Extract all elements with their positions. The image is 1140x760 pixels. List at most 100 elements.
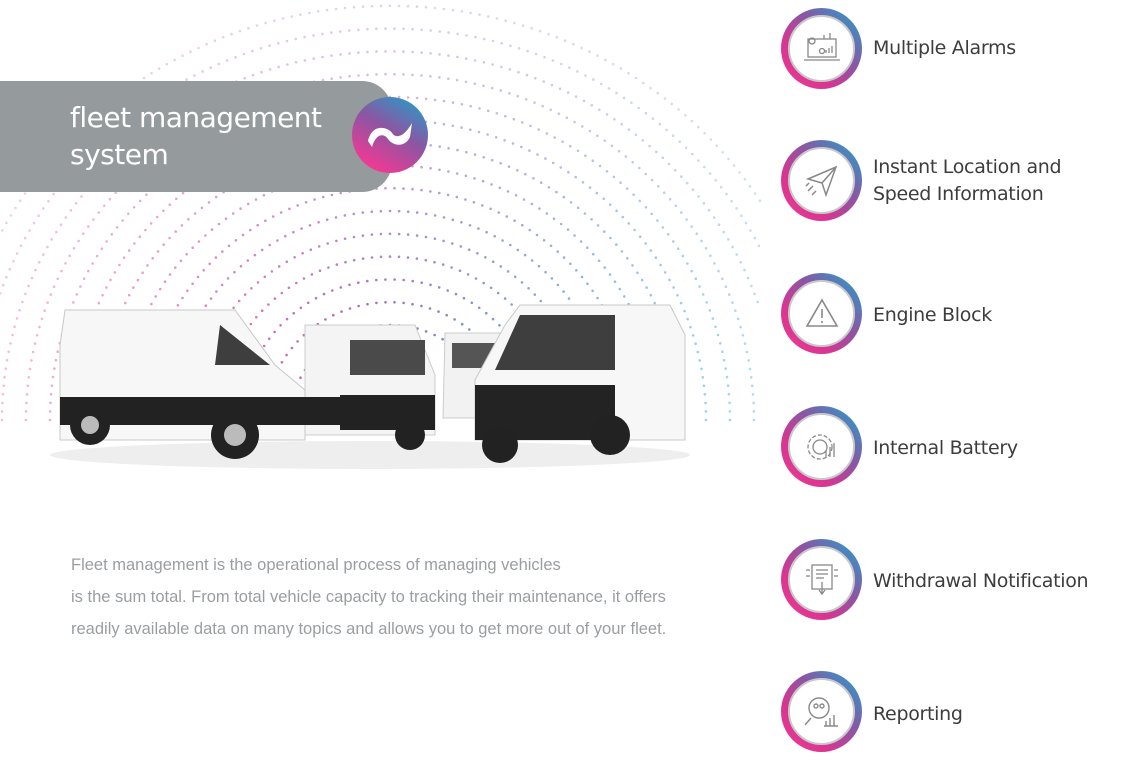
arc-dot <box>717 223 721 226</box>
arc-dot <box>429 29 433 32</box>
arc-dot <box>516 248 520 252</box>
arc-dot <box>54 358 58 362</box>
arc-dot <box>162 209 165 213</box>
arc-dot <box>482 156 486 159</box>
arc-dot <box>638 235 642 238</box>
arc-dot <box>703 131 706 135</box>
arc-dot <box>393 278 396 281</box>
arc-dot <box>357 281 360 285</box>
arc-dot <box>155 215 159 219</box>
arc-dot <box>530 259 534 262</box>
arc-dot <box>521 24 525 27</box>
arc-dot <box>327 266 330 269</box>
arc-dot <box>321 32 324 36</box>
arc-dot <box>26 384 30 388</box>
arc-dot <box>263 275 267 279</box>
arc-dot <box>750 284 753 288</box>
arc-dot <box>176 304 180 307</box>
arc-dot <box>613 118 616 121</box>
arc-dot <box>25 401 28 405</box>
arc-dot <box>491 260 495 264</box>
arc-dot <box>725 375 729 379</box>
arc-dot <box>528 228 531 232</box>
arc-dot <box>528 149 531 152</box>
arc-dot <box>287 286 291 290</box>
arc-dot <box>441 337 444 341</box>
arc-dot <box>603 139 606 142</box>
arc-dot <box>424 97 428 101</box>
arc-dot <box>237 299 241 303</box>
arc-dot <box>576 206 580 210</box>
arc-dot <box>627 71 630 75</box>
arc-dot <box>340 310 343 313</box>
arc-dot <box>24 410 28 413</box>
arc-dot <box>12 260 15 263</box>
arc-dot <box>273 19 276 23</box>
arc-dot <box>580 275 584 279</box>
arc-dot <box>146 264 149 267</box>
arc-dot <box>719 185 723 189</box>
arc-dot <box>168 273 172 276</box>
arc-dot <box>489 286 493 290</box>
arc-dot <box>748 367 752 371</box>
arc-dot <box>656 219 659 222</box>
arc-dot <box>105 286 108 289</box>
arc-dot <box>668 197 672 201</box>
arc-dot <box>460 126 463 129</box>
arc-dot <box>174 266 177 269</box>
arc-dot <box>724 285 728 289</box>
arc-dot <box>366 73 369 77</box>
arc-dot <box>379 209 383 213</box>
arc-dot <box>5 358 9 362</box>
arc-dot <box>469 128 472 131</box>
arc-dot <box>375 50 378 53</box>
arc-dot <box>637 106 640 110</box>
arc-dot <box>284 234 287 238</box>
title-banner: fleet management system <box>0 81 392 192</box>
arc-dot <box>704 247 708 250</box>
arc-dot <box>608 273 612 276</box>
arc-dot <box>633 228 636 232</box>
arc-dot <box>745 350 749 354</box>
arc-dot <box>504 19 508 23</box>
arc-dot <box>632 193 635 196</box>
arc-dot <box>233 270 236 274</box>
arc-dot <box>415 234 419 237</box>
arc-dot <box>132 206 136 209</box>
arc-dot <box>521 223 524 227</box>
arc-dot <box>433 214 437 217</box>
arc-dot <box>118 263 121 267</box>
arc-dot <box>429 144 433 147</box>
arc-dot <box>666 233 670 236</box>
arc-dot <box>650 178 654 182</box>
arc-dot <box>586 282 589 286</box>
arc-dot <box>509 243 512 247</box>
arc-dot <box>580 46 583 50</box>
arc-dot <box>23 236 27 240</box>
arc-dot <box>114 191 117 194</box>
arc-dot <box>397 4 401 8</box>
arc-dot <box>145 193 148 196</box>
arc-dot <box>420 28 423 32</box>
arc-dot <box>724 367 727 370</box>
arc-dot <box>23 192 27 195</box>
arc-dot <box>751 393 755 396</box>
page-title: fleet management system <box>70 101 322 171</box>
arc-dot <box>402 187 405 190</box>
arc-dot <box>334 216 338 219</box>
arc-dot <box>1 283 5 287</box>
arc-dot <box>420 304 423 308</box>
arc-dot <box>455 172 459 175</box>
arc-dot <box>484 255 487 259</box>
arc-dot <box>142 76 146 80</box>
arc-dot <box>559 166 563 169</box>
arc-dot <box>735 207 738 210</box>
arc-dot <box>559 62 563 66</box>
arc-dot <box>37 214 40 217</box>
arc-dot <box>415 96 419 100</box>
arc-dot <box>690 119 694 123</box>
arc-dot <box>259 47 263 50</box>
arc-dot <box>68 254 71 258</box>
arc-dot <box>317 221 320 224</box>
arc-dot <box>535 233 539 237</box>
